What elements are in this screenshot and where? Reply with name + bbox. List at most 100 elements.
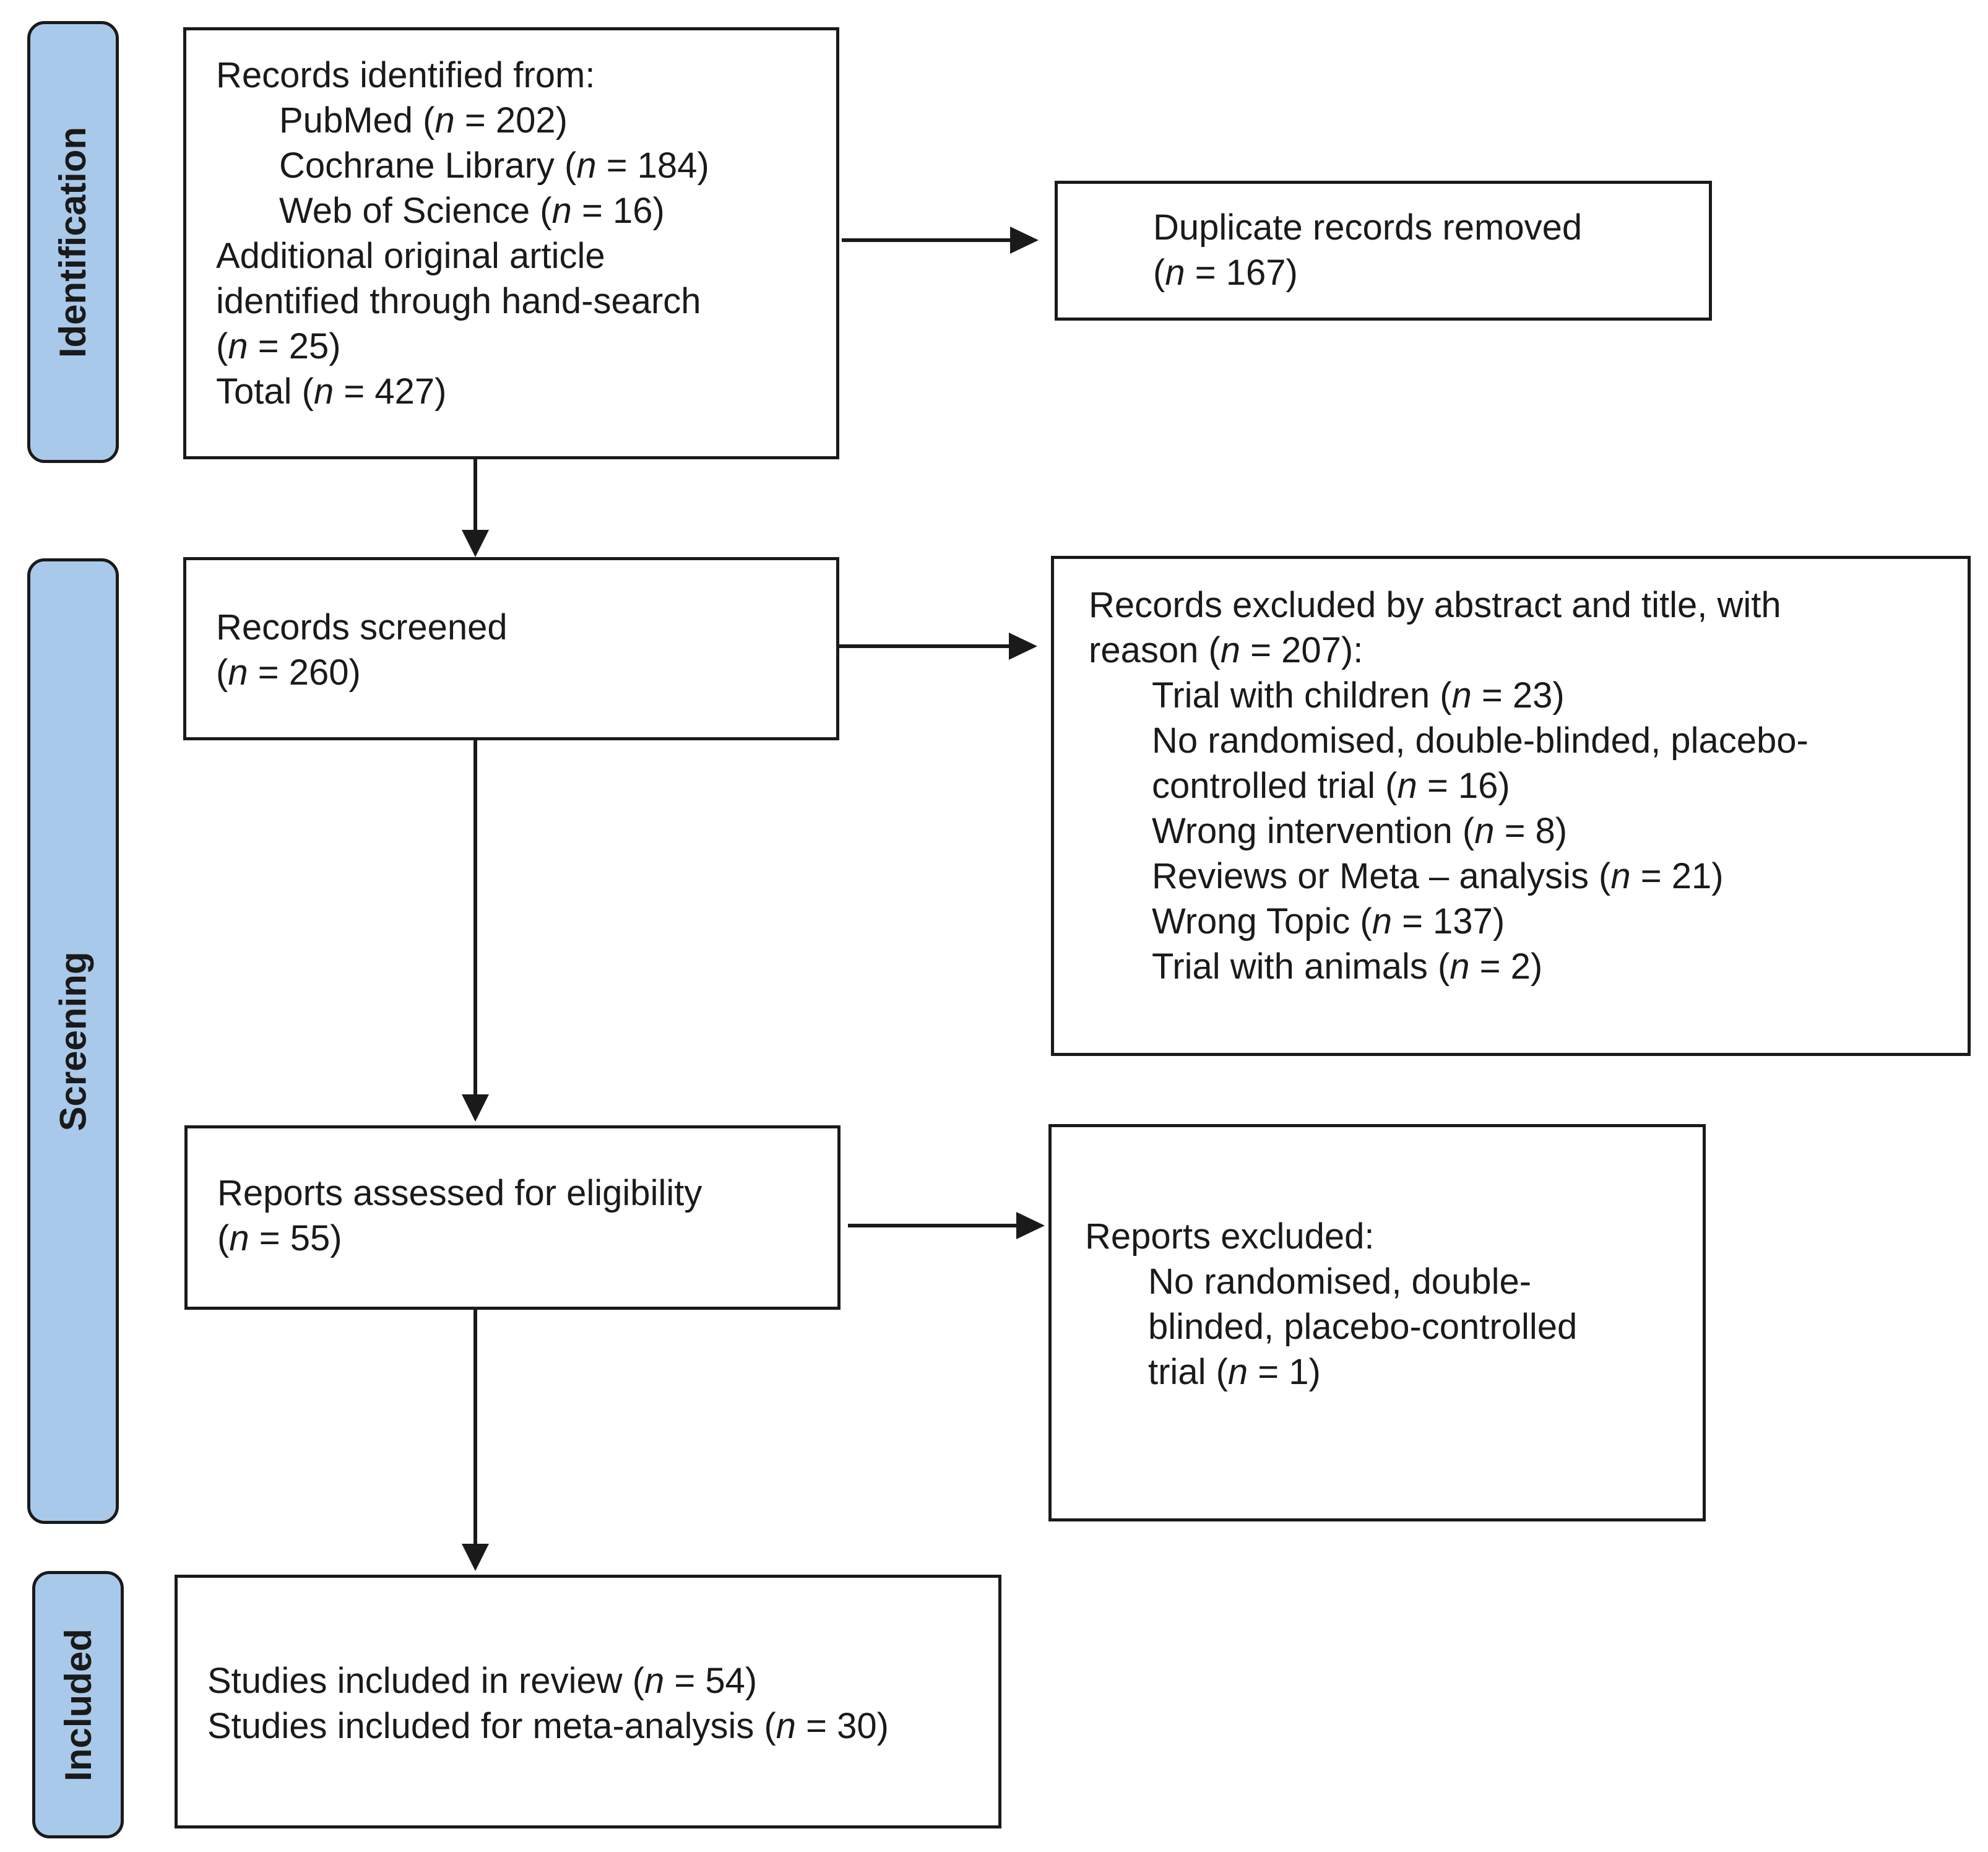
duplicates-removed-box: Duplicate records removed(n = 167)	[1055, 181, 1712, 321]
records-excluded-text: Records excluded by abstract and title, …	[1089, 582, 1955, 989]
text-line-n: n	[1451, 675, 1472, 716]
text-line-post: = 184)	[596, 145, 709, 186]
text-line: Web of Science (n = 16)	[216, 188, 824, 233]
text-line: trial (n = 1)	[1085, 1349, 1690, 1395]
eligibility-text: Reports assessed for eligibility(n = 55)	[217, 1170, 825, 1261]
text-line-post: = 23)	[1471, 675, 1565, 716]
text-line-n: n	[228, 326, 248, 366]
duplicates-removed-text: Duplicate records removed(n = 167)	[1153, 205, 1696, 295]
text-line-pre: PubMed (	[279, 100, 435, 141]
text-line-n: n	[576, 145, 597, 186]
records-identified-box: Records identified from:PubMed (n = 202)…	[183, 27, 839, 459]
text-line-pre: (	[216, 326, 228, 366]
text-line-post: = 2)	[1469, 946, 1543, 987]
arrow-eligibility-to-reports-excluded-head	[1016, 1212, 1045, 1239]
text-line-n: n	[1610, 856, 1631, 896]
text-line-n: n	[1450, 946, 1470, 987]
text-line: Reports excluded:	[1085, 1214, 1690, 1259]
text-line: PubMed (n = 202)	[216, 98, 824, 143]
text-line-pre: Trial with animals (	[1152, 946, 1450, 987]
text-line-pre: Records identified from:	[216, 55, 595, 95]
text-line-pre: controlled trial (	[1152, 766, 1398, 806]
text-line: reason (n = 207):	[1089, 628, 1955, 673]
text-line: Reviews or Meta – analysis (n = 21)	[1089, 854, 1955, 899]
text-line: No randomised, double-blinded, placebo-	[1089, 718, 1955, 763]
text-line-pre: Web of Science (	[279, 191, 552, 231]
text-line: Cochrane Library (n = 184)	[216, 143, 824, 188]
text-line: Duplicate records removed	[1153, 205, 1696, 250]
text-line-pre: Studies included in review (	[207, 1661, 645, 1701]
text-line-pre: Reviews or Meta – analysis (	[1152, 856, 1611, 896]
text-line-n: n	[644, 1661, 665, 1701]
text-line-post: = 167)	[1185, 253, 1298, 293]
text-line-post: = 21)	[1630, 856, 1724, 896]
text-line-n: n	[434, 100, 455, 141]
text-line: Wrong intervention (n = 8)	[1089, 808, 1955, 854]
studies-included-text: Studies included in review (n = 54)Studi…	[207, 1658, 986, 1749]
records-identified-text: Records identified from:PubMed (n = 202)…	[216, 53, 824, 414]
records-screened-text: Records screened(n = 260)	[216, 605, 824, 695]
phase-identification: Identification	[27, 21, 119, 463]
text-line-post: = 30)	[796, 1706, 889, 1746]
text-line-pre: No randomised, double-blinded, placebo-	[1152, 720, 1809, 761]
text-line-pre: Reports assessed for eligibility	[217, 1173, 702, 1213]
text-line-pre: blinded, placebo-controlled	[1148, 1307, 1578, 1347]
records-excluded-box: Records excluded by abstract and title, …	[1051, 556, 1971, 1056]
text-line-post: = 25)	[248, 326, 341, 366]
text-line-n: n	[1372, 901, 1392, 941]
text-line-post: = 260)	[248, 652, 361, 693]
text-line-pre: Records excluded by abstract and title, …	[1089, 585, 1781, 625]
text-line: Trial with children (n = 23)	[1089, 673, 1955, 718]
phase-screening: Screening	[27, 558, 119, 1524]
text-line-n: n	[1220, 630, 1241, 670]
reports-excluded-text: Reports excluded:No randomised, double-b…	[1085, 1214, 1690, 1395]
text-line-n: n	[776, 1706, 797, 1746]
phase-included-label: Included	[57, 1628, 99, 1781]
text-line: Trial with animals (n = 2)	[1089, 944, 1955, 989]
text-line-pre: trial (	[1148, 1352, 1228, 1392]
text-line-pre: (	[216, 652, 228, 693]
text-line: Reports assessed for eligibility	[217, 1170, 825, 1216]
text-line: (n = 260)	[216, 650, 824, 695]
text-line: (n = 167)	[1153, 250, 1696, 295]
text-line-pre: Studies included for meta-analysis (	[207, 1706, 776, 1746]
text-line: No randomised, double-	[1085, 1259, 1690, 1304]
text-line-post: = 207):	[1240, 630, 1364, 670]
text-line-pre: Reports excluded:	[1085, 1216, 1375, 1257]
text-line: Records identified from:	[216, 53, 824, 98]
text-line-pre: (	[217, 1218, 230, 1258]
text-line-post: = 16)	[1417, 766, 1510, 806]
text-line-n: n	[551, 191, 572, 231]
text-line: Studies included for meta-analysis (n = …	[207, 1703, 986, 1749]
text-line-pre: Wrong Topic (	[1152, 901, 1372, 941]
text-line-n: n	[1397, 766, 1417, 806]
text-line-pre: Records screened	[216, 607, 508, 647]
text-line-post: = 16)	[571, 191, 665, 231]
text-line: controlled trial (n = 16)	[1089, 763, 1955, 808]
text-line-pre: Cochrane Library (	[279, 145, 577, 186]
text-line: Studies included in review (n = 54)	[207, 1658, 986, 1703]
phase-screening-label: Screening	[52, 951, 94, 1132]
text-line-pre: Trial with children (	[1152, 675, 1452, 716]
text-line-post: = 1)	[1248, 1352, 1321, 1392]
text-line: Additional original article	[216, 233, 824, 279]
text-line-n: n	[228, 652, 248, 693]
text-line-pre: Duplicate records removed	[1153, 207, 1583, 248]
arrow-eligibility-to-included-head	[462, 1544, 489, 1571]
text-line-pre: Additional original article	[216, 236, 605, 276]
text-line: (n = 55)	[217, 1216, 825, 1261]
text-line: Total (n = 427)	[216, 369, 824, 414]
text-line-n: n	[229, 1218, 249, 1258]
arrow-screened-to-excluded-head	[1009, 633, 1037, 660]
reports-excluded-box: Reports excluded:No randomised, double-b…	[1048, 1124, 1706, 1521]
text-line-pre: identified through hand-search	[216, 281, 701, 321]
text-line-post: = 8)	[1494, 811, 1568, 851]
text-line-post: = 427)	[334, 371, 447, 412]
text-line-pre: No randomised, double-	[1148, 1261, 1532, 1302]
text-line: (n = 25)	[216, 324, 824, 369]
text-line: Wrong Topic (n = 137)	[1089, 899, 1955, 944]
text-line-pre: (	[1153, 253, 1165, 293]
text-line-n: n	[1165, 253, 1185, 293]
phase-identification-label: Identification	[52, 126, 94, 358]
